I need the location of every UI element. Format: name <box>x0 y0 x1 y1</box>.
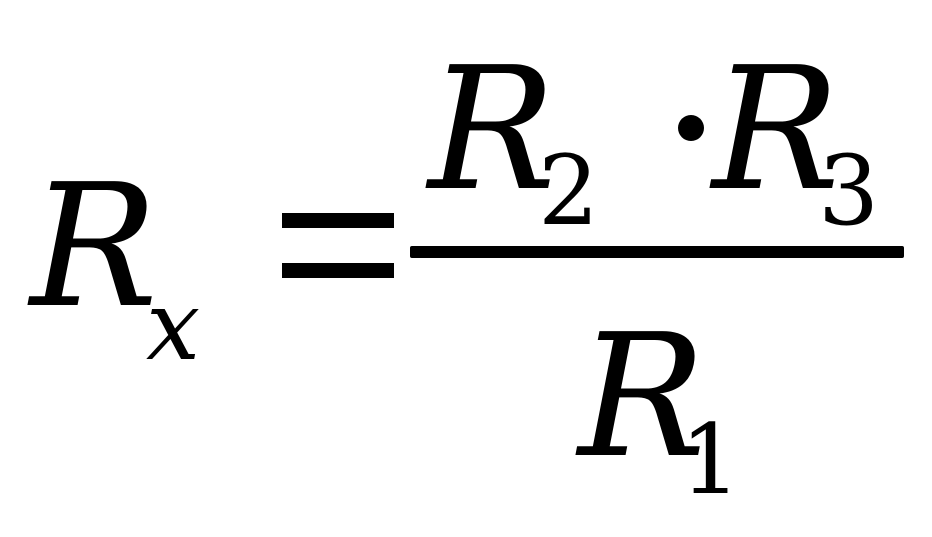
equals-sign-top-bar <box>282 213 394 228</box>
denominator-symbol: R <box>578 298 706 496</box>
numerator-second-symbol: R <box>712 31 840 229</box>
fraction-bar <box>410 246 904 258</box>
numerator-first-symbol: R <box>428 31 556 229</box>
lhs-symbol: R <box>30 148 158 346</box>
numerator-first-subscript: 2 <box>538 135 600 247</box>
equals-sign-bottom-bar <box>282 263 394 278</box>
lhs-subscript: x <box>146 270 201 382</box>
multiplication-dot-operator <box>678 115 704 141</box>
numerator-second-subscript: 3 <box>818 135 880 247</box>
denominator-subscript: 1 <box>680 404 742 516</box>
